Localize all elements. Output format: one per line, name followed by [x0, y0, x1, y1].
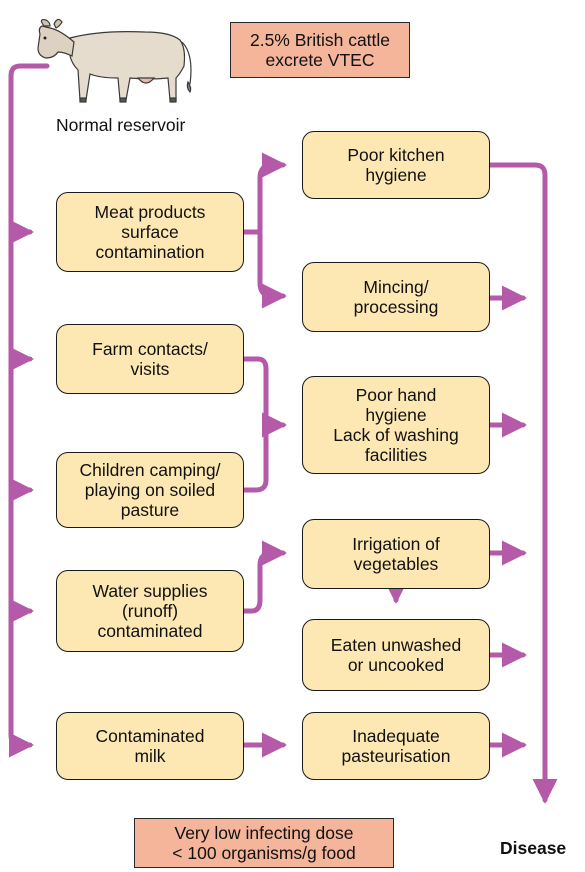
arrow-meat-to-mincing — [257, 229, 288, 309]
route-pasteurisation-label: Inadequate pasteurisation — [341, 726, 451, 766]
prevalence-note-text: 2.5% British cattle excrete VTEC — [249, 30, 391, 70]
source-camping-label: Children camping/ playing on soiled past… — [79, 460, 221, 520]
source-farm-contacts: Farm contacts/ visits — [56, 324, 244, 394]
route-irrigation-label: Irrigation of vegetables — [352, 534, 440, 574]
source-children-camping: Children camping/ playing on soiled past… — [56, 452, 244, 528]
route-kitchen-label: Poor kitchen hygiene — [347, 145, 445, 185]
dose-note-text: Very low infecting dose < 100 organisms/… — [172, 823, 356, 863]
spine-line — [8, 63, 50, 758]
route-irrigation-vegetables: Irrigation of vegetables — [302, 519, 490, 589]
source-water-supplies: Water supplies (runoff) contaminated — [56, 570, 244, 652]
route-mincing-processing: Mincing/ processing — [302, 262, 490, 332]
route-inadequate-pasteurisation: Inadequate pasteurisation — [302, 712, 490, 780]
source-contaminated-milk: Contaminated milk — [56, 712, 244, 780]
arrow-meat-to-kitchen — [241, 152, 288, 235]
source-farm-label: Farm contacts/ visits — [92, 339, 208, 379]
route-unwashed-label: Eaten unwashed or uncooked — [330, 635, 462, 675]
arrow-farm-join — [241, 356, 269, 493]
source-meat-label: Meat products surface contamination — [94, 202, 206, 262]
prevalence-note: 2.5% British cattle excrete VTEC — [230, 22, 410, 78]
route-mincing-label: Mincing/ processing — [353, 277, 439, 317]
disease-label: Disease — [500, 838, 567, 858]
route-handhygiene-label: Poor hand hygiene Lack of washing facili… — [333, 385, 459, 465]
route-poor-hand-hygiene: Poor hand hygiene Lack of washing facili… — [302, 376, 490, 474]
reservoir-label: Normal reservoir — [56, 115, 186, 135]
route-eaten-unwashed: Eaten unwashed or uncooked — [302, 619, 490, 691]
source-meat-products: Meat products surface contamination — [56, 192, 244, 272]
cow-icon — [37, 18, 192, 103]
dose-note: Very low infecting dose < 100 organisms/… — [134, 818, 394, 868]
source-milk-label: Contaminated milk — [95, 726, 205, 766]
disease-spine — [487, 162, 558, 805]
source-water-label: Water supplies (runoff) contaminated — [92, 581, 208, 641]
arrow-water-to-irrigation — [241, 540, 288, 614]
route-poor-kitchen-hygiene: Poor kitchen hygiene — [302, 131, 490, 199]
